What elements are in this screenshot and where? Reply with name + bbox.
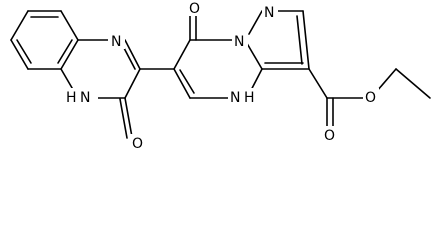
atom-o-ester-carbonyl: O (324, 128, 335, 144)
atom-o-lactam: O (132, 136, 143, 152)
atom-n-pyrazole: N (264, 5, 274, 21)
pyrimidinone-ring (173, 13, 263, 99)
atom-o-ketone: O (189, 1, 200, 17)
atom-n-quinoxaline: N (111, 34, 121, 50)
pyrazole-ring (248, 10, 310, 70)
benzene-ring (10, 10, 79, 70)
atom-labels: N H N O O N N N H O O (64, 0, 379, 152)
atom-n-bridgehead: N (234, 34, 244, 50)
atom-n-quinoxaline-nh: N (80, 90, 90, 106)
atom-h-quinoxaline-nh: H (66, 90, 77, 106)
atom-h-ring-nh: H (244, 90, 255, 106)
molecule-diagram: N H N O O N N N H O O (10, 0, 431, 152)
ester-group (308, 68, 431, 127)
atom-o-ester-ether: O (365, 90, 376, 106)
molecule-svg: N H N O O N N N H O O (10, 0, 431, 152)
atom-n-ring-nh: N (230, 90, 240, 106)
